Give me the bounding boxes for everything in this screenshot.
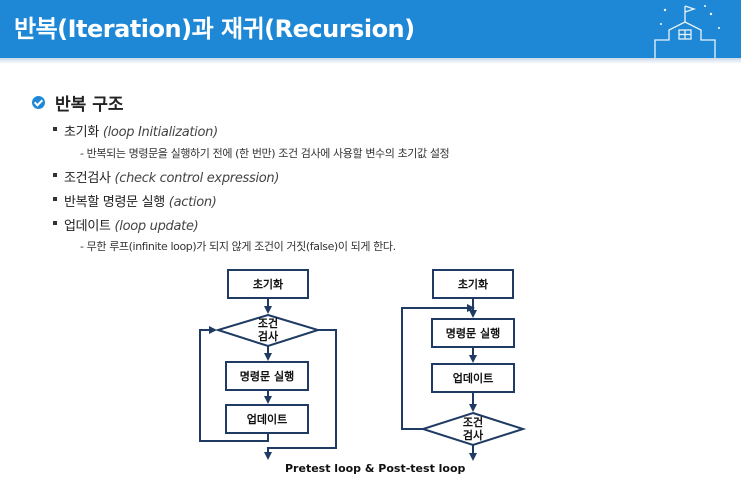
cond-label-2: 검사 — [463, 428, 484, 442]
section-heading-text: 반복 구조 — [55, 95, 124, 115]
action-label: 명령문 실행 — [240, 369, 294, 383]
page-title: 반복(Iteration)과 재귀(Recursion) — [14, 15, 415, 43]
bullet-label: 초기화 — [64, 125, 99, 140]
loop-back-arrow — [199, 326, 269, 442]
cond-label-1: 조건 — [463, 415, 483, 429]
sub-note: - 반복되는 명령문을 실행하기 전에 (한 번만) 조건 검사에 사용할 변수… — [80, 147, 450, 160]
bullet-label: 반복할 명령문 실행 — [64, 195, 165, 210]
title-bar: 반복(Iteration)과 재귀(Recursion) — [0, 0, 741, 58]
init-label: 초기화 — [458, 277, 488, 291]
bullet-item: 조건검사 (check control expression) — [52, 167, 280, 186]
pretest-flowchart: 초기화 조건 검사 명령문 실행 업데이트 — [199, 269, 337, 460]
bullet-italic: (loop Initialization) — [102, 125, 218, 140]
update-box — [431, 363, 515, 393]
bullet-label: 업데이트 — [64, 219, 111, 234]
update-label: 업데이트 — [247, 412, 287, 426]
action-box — [431, 318, 515, 348]
bullet-item: 반복할 명령문 실행 (action) — [53, 191, 217, 210]
header-shadow — [0, 58, 741, 64]
exit-arrow — [264, 329, 337, 460]
action-box — [225, 361, 309, 391]
update-label: 업데이트 — [453, 371, 493, 385]
sub-note: - 무한 루프(infinite loop)가 되지 않게 조건이 거짓(fal… — [80, 240, 396, 253]
bullet-italic: (loop update) — [114, 219, 199, 234]
bullet-item: 업데이트 (loop update) — [52, 215, 199, 234]
posttest-flowchart: 초기화 명령문 실행 업데이트 조건 검사 — [401, 269, 527, 461]
bullet-italic: (check control expression) — [114, 171, 280, 186]
bullet-italic: (action) — [168, 195, 217, 210]
action-label: 명령문 실행 — [446, 326, 500, 340]
cond-label-1: 조건 — [258, 316, 278, 330]
cond-label-2: 검사 — [258, 329, 279, 343]
init-label: 초기화 — [253, 277, 283, 291]
loop-back-arrow — [401, 304, 475, 430]
check-circle-icon — [32, 96, 45, 109]
school-building-icon — [654, 5, 720, 58]
bullet-item: 초기화 (loop Initialization) — [53, 121, 218, 140]
section-heading: 반복 구조 — [32, 90, 123, 115]
bullet-label: 조건검사 — [64, 171, 111, 186]
diagram-caption: Pretest loop & Post-test loop — [285, 462, 466, 475]
